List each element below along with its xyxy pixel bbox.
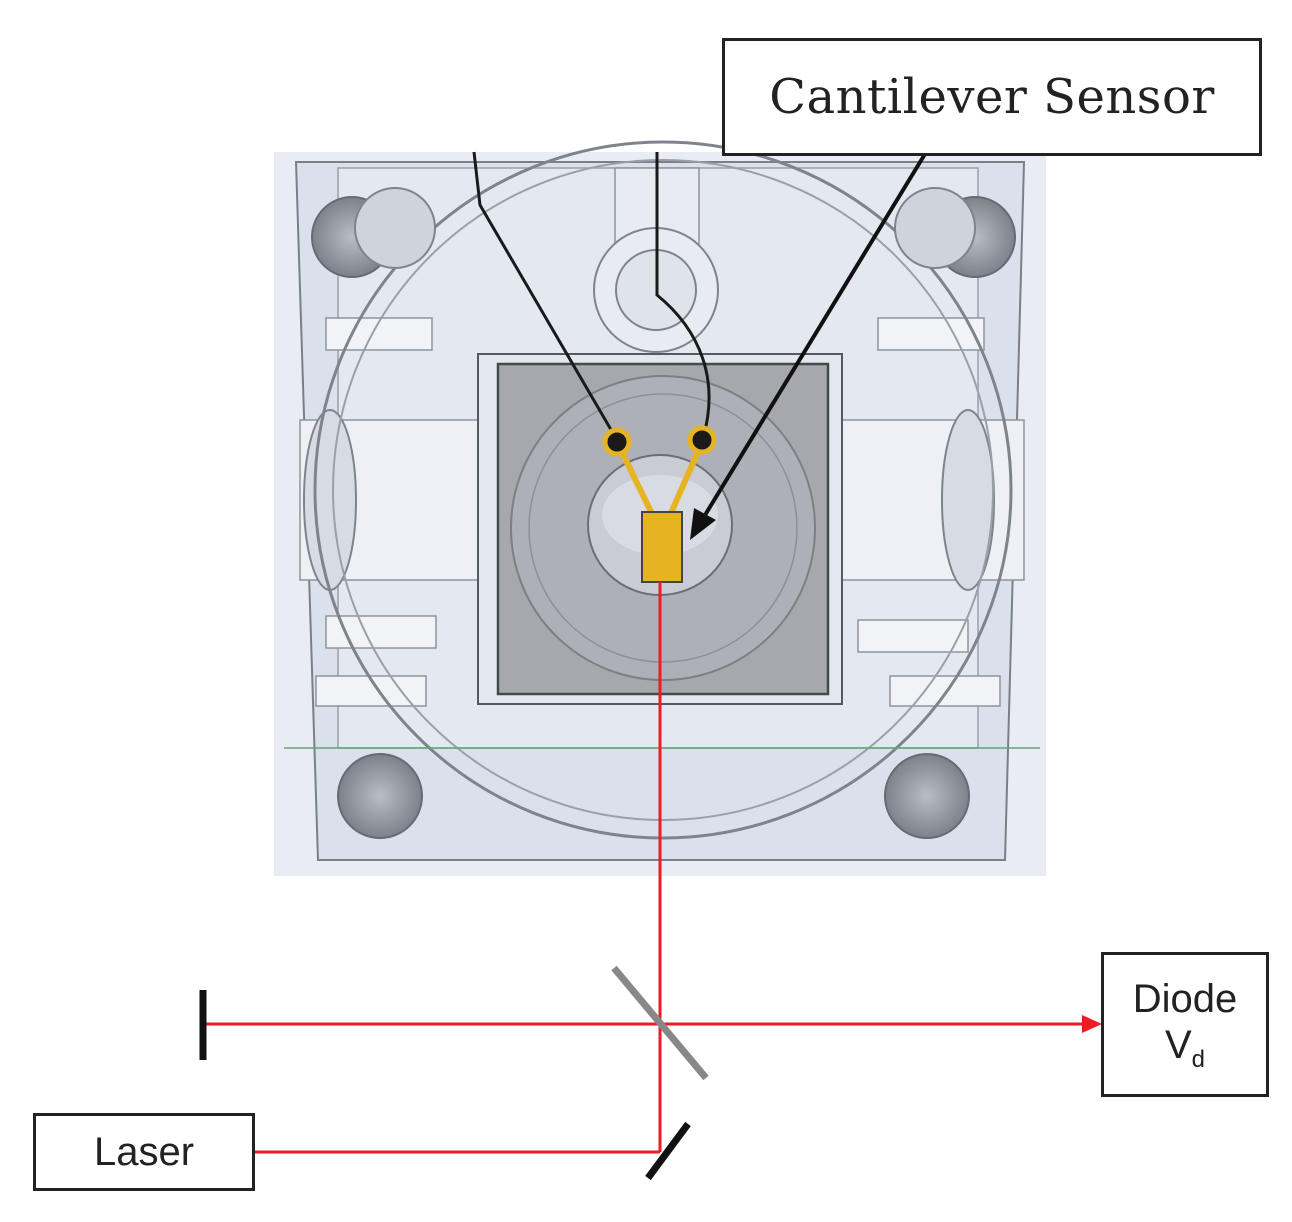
wire-left [472, 151, 619, 441]
left-port-end [303, 409, 357, 591]
slot-mid-right [857, 619, 969, 653]
mount-hole-top-right-bore [894, 187, 976, 269]
cantilever-beam [641, 511, 683, 583]
diode-label: Diode [1132, 976, 1238, 1021]
diode-voltage: Vd [1165, 1022, 1205, 1074]
beam-splitter [611, 965, 709, 1081]
contact-pad-right [687, 425, 717, 455]
cantilever-sensor-label-box: Cantilever Sensor [722, 38, 1262, 156]
contact-pad-left [602, 427, 632, 457]
laser-label: Laser [93, 1129, 195, 1174]
mount-hole-top-left-bore [354, 187, 436, 269]
wires [472, 151, 711, 441]
diode-voltage-subscript: d [1191, 1045, 1206, 1073]
diode-label-box: Diode Vd [1101, 952, 1269, 1097]
cantilever-sensor-label: Cantilever Sensor [769, 69, 1215, 125]
chip-recess-ring [528, 393, 798, 663]
inner-ring [332, 159, 994, 821]
wire-right [655, 152, 711, 439]
optical-path [199, 582, 1102, 1181]
pointer-line [700, 152, 927, 522]
laser-label-box: Laser [33, 1113, 255, 1191]
diode-voltage-symbol: V [1164, 1022, 1192, 1067]
mount-hole-bottom-right [884, 753, 970, 839]
fold-mirror [645, 1121, 691, 1181]
cantilever-assembly [602, 425, 717, 583]
slot-mid-left [325, 615, 437, 649]
right-port-end [941, 409, 995, 591]
outer-ring [313, 140, 1013, 840]
slot-top-left [325, 317, 433, 351]
slot-low-right [889, 675, 1001, 707]
slot-top-right [877, 317, 985, 351]
mount-hole-bottom-left [337, 753, 423, 839]
beam-arrowhead [1082, 1015, 1102, 1033]
pointer-arrowhead [690, 508, 716, 540]
sensor-pointer [690, 152, 927, 540]
